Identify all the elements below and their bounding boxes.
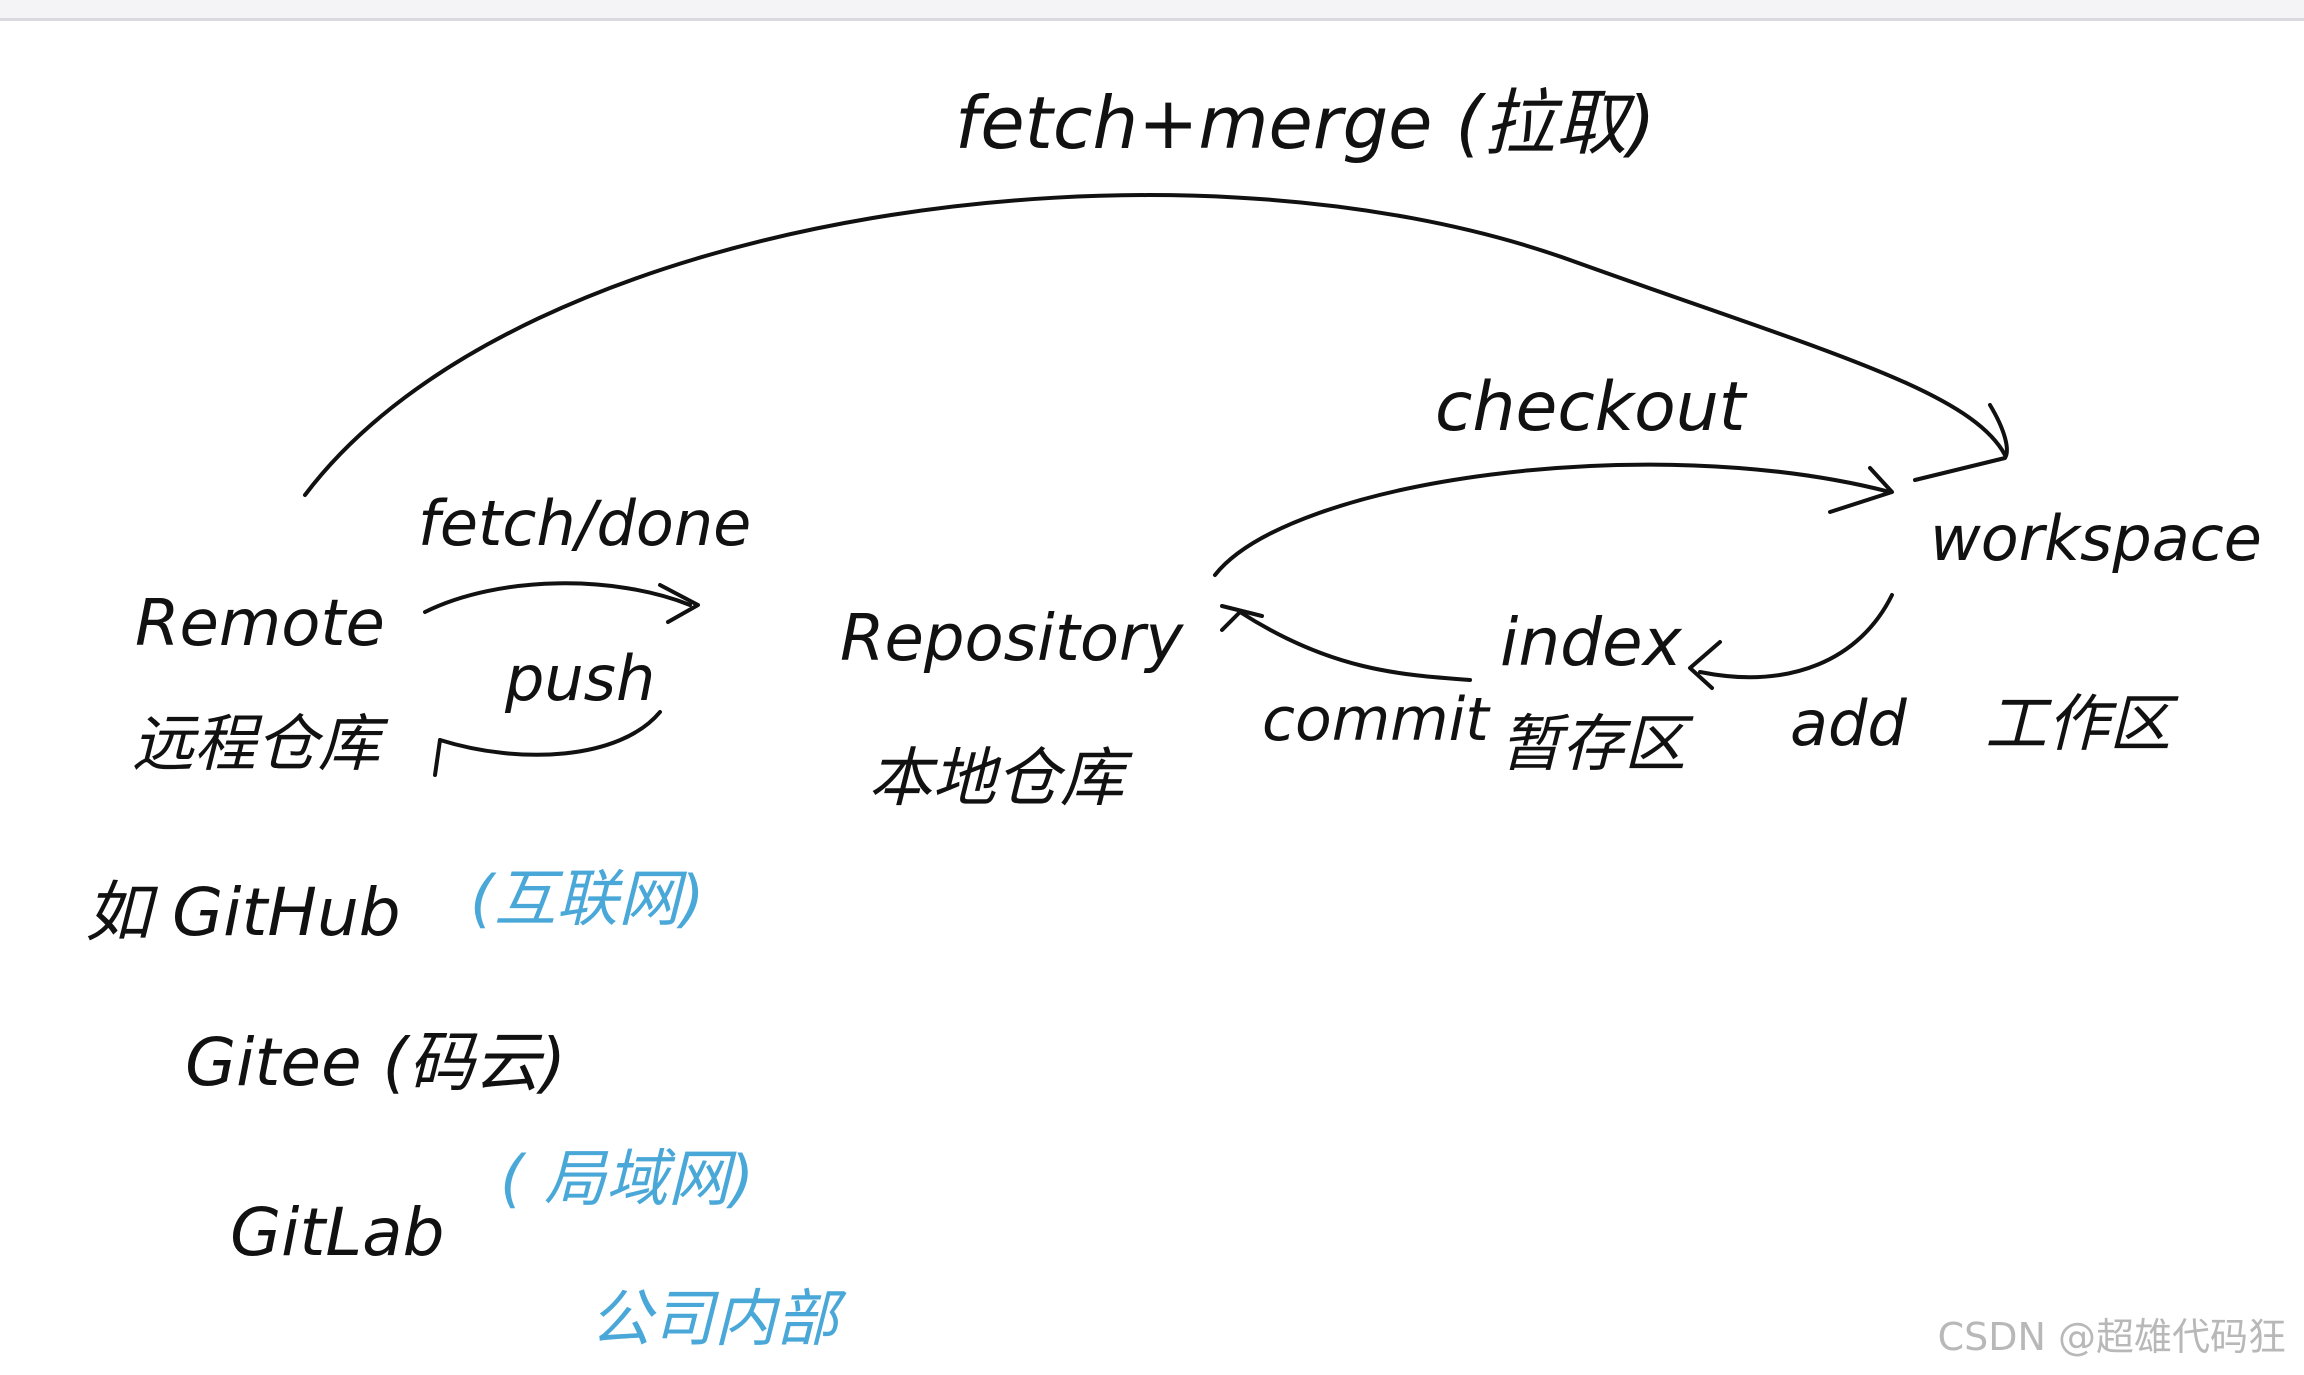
csdn-watermark: CSDN @超雄代码狂	[1937, 1315, 2286, 1359]
push-arrowhead	[433, 738, 442, 777]
fetch-merge-arrowhead	[1913, 403, 2009, 482]
fetch-done-arrowhead	[658, 583, 700, 624]
add-arrowhead	[1688, 640, 1722, 690]
fetch-merge-label: fetch+merge (拉取)	[955, 81, 1656, 165]
fetch-done-arrow	[423, 581, 692, 614]
gitlab-note-2: 公司内部	[590, 1282, 847, 1355]
push-label: push	[504, 642, 655, 715]
checkout-arc	[1213, 462, 1892, 577]
top-bar	[0, 0, 2304, 21]
add-label: add	[1790, 687, 1907, 760]
workspace-label: workspace	[1930, 502, 2262, 575]
checkout-label: checkout	[1435, 368, 1748, 447]
github-example: 如 GitHub	[85, 874, 401, 951]
gitee-example: Gitee (码云)	[185, 1024, 566, 1101]
remote-label: Remote	[135, 587, 385, 661]
fetch-done-label: fetch/done	[418, 487, 751, 560]
index-label: index	[1500, 604, 1683, 681]
workspace-cn-label: 工作区	[1985, 687, 2179, 760]
add-arrow	[1698, 593, 1894, 680]
repository-cn-label: 本地仓库	[868, 742, 1133, 816]
remote-cn-label: 远程仓库	[132, 707, 389, 780]
index-cn-label: 暂存区	[1500, 707, 1694, 780]
gitlab-note-1: ( 局域网)	[500, 1142, 754, 1215]
push-arrow	[438, 710, 662, 757]
fetch-merge-arc	[303, 193, 2007, 497]
commit-arrowhead	[1220, 604, 1264, 632]
checkout-arrowhead	[1828, 466, 1894, 514]
gitlab-example: GitLab	[230, 1194, 444, 1271]
github-note: (互联网)	[470, 862, 704, 935]
commit-arrow	[1238, 610, 1472, 682]
repository-label: Repository	[840, 602, 1184, 676]
commit-label: commit	[1262, 685, 1491, 755]
